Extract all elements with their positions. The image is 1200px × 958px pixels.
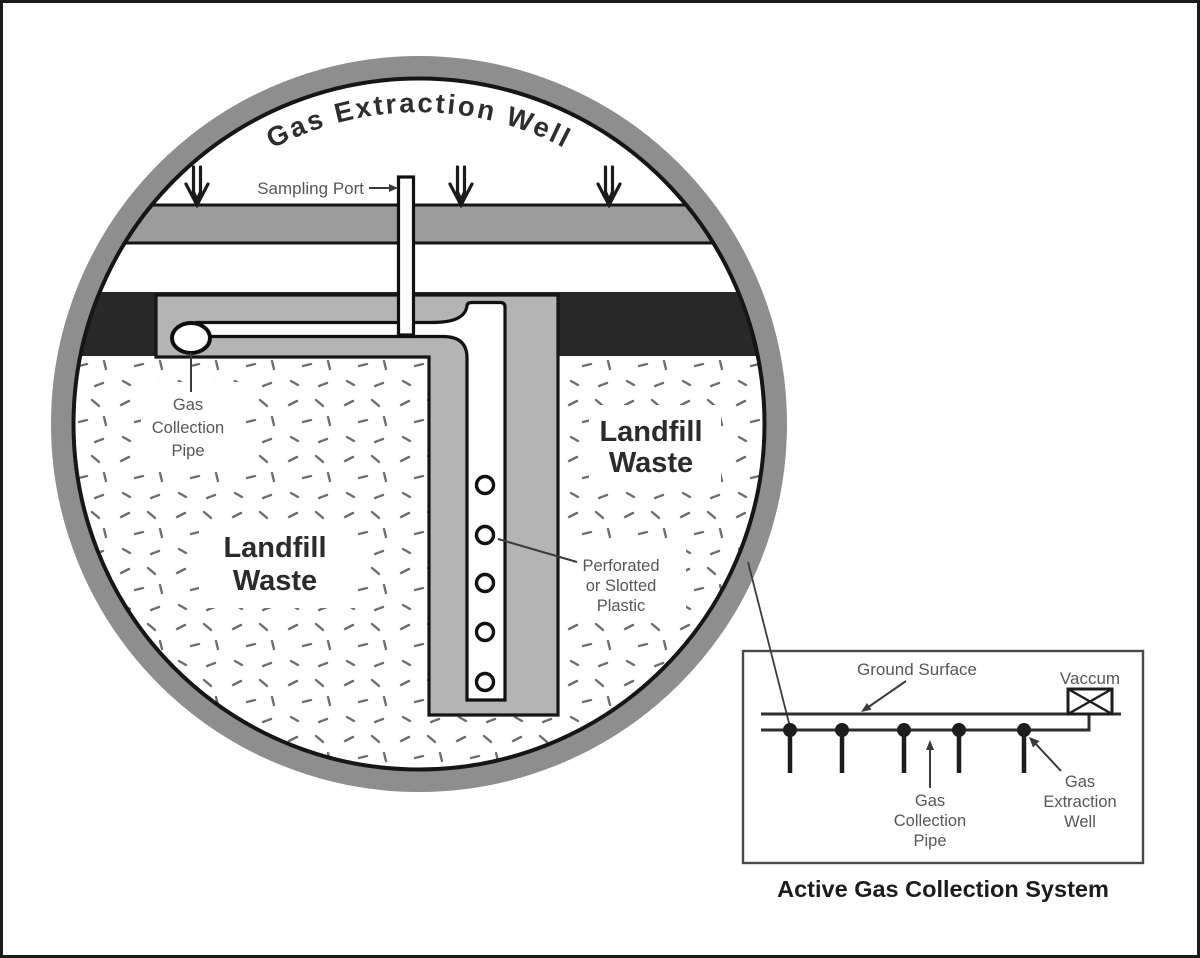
- perforation-hole: [474, 474, 496, 496]
- svg-text:Well: Well: [1064, 813, 1096, 831]
- svg-text:Extraction: Extraction: [1043, 793, 1116, 811]
- vacuum-unit-icon: [1066, 687, 1114, 716]
- label-backing: [559, 545, 686, 623]
- magnifier-circle-view: Gas Extraction Well Sampling Port Gas Co…: [51, 56, 787, 792]
- inset-well-leader-line: [1033, 741, 1062, 772]
- svg-text:Gas: Gas: [915, 792, 945, 810]
- svg-text:Gas: Gas: [1065, 773, 1095, 791]
- inset-well-arrowhead: [1029, 737, 1040, 748]
- active-gas-collection-inset: Ground Surface Vaccum Gas Collection Pip…: [741, 561, 1145, 865]
- svg-text:Collection: Collection: [894, 812, 966, 830]
- perforation-hole: [474, 671, 496, 693]
- svg-text:Gas: Gas: [173, 396, 203, 414]
- perforation-hole: [474, 621, 496, 643]
- ground-surface-label: Ground Surface: [857, 660, 977, 679]
- inset-gas-extraction-well-label: Gas Extraction Well: [1043, 773, 1116, 831]
- magnifier-ring-inner-edge: [71, 76, 767, 772]
- well-dot: [1017, 723, 1031, 737]
- ground-surface-leader-line: [866, 680, 907, 709]
- collection-pipe-line: [761, 714, 1091, 732]
- sampling-port-pipe: [396, 175, 416, 337]
- label-backing: [141, 382, 243, 468]
- gas-collection-pipe-cross-section: [170, 321, 212, 355]
- svg-text:Plastic: Plastic: [597, 597, 646, 615]
- perforated-plastic-label: Perforated or Slotted Plastic: [582, 557, 659, 615]
- well-dot: [952, 723, 966, 737]
- label-backing: [199, 522, 357, 608]
- well-dot: [835, 723, 849, 737]
- svg-text:Landfill: Landfill: [223, 532, 326, 564]
- landfill-waste-label-left: Landfill Waste: [223, 532, 326, 597]
- perforation-hole: [474, 572, 496, 594]
- svg-text:Waste: Waste: [233, 565, 317, 597]
- svg-text:Landfill: Landfill: [599, 416, 702, 448]
- down-arrow-icon: [596, 165, 622, 207]
- magnifier-connector-line: [747, 561, 791, 728]
- inset-caption: Active Gas Collection System: [777, 876, 1109, 902]
- inset-box: [741, 649, 1145, 865]
- inset-gas-collection-pipe-label: Gas Collection Pipe: [894, 792, 966, 850]
- gravel-pack-and-well-column: [154, 293, 560, 717]
- down-arrow-icon: [184, 165, 210, 207]
- gas-pipe-elbow: [195, 300, 507, 702]
- svg-text:Pipe: Pipe: [171, 442, 204, 460]
- cover-soil-layer: [75, 203, 763, 245]
- down-arrow-icon: [448, 165, 474, 207]
- svg-text:Pipe: Pipe: [913, 832, 946, 850]
- svg-text:Perforated: Perforated: [582, 557, 659, 575]
- svg-text:Waste: Waste: [609, 447, 693, 479]
- ground-surface-arrowhead: [861, 703, 872, 712]
- vacuum-label: Vaccum: [1060, 669, 1120, 688]
- magnifier-ring: [51, 56, 787, 792]
- perforation-holes: [474, 474, 496, 693]
- inset-pipe-arrowhead: [926, 740, 934, 750]
- svg-text:or Slotted: or Slotted: [586, 577, 657, 595]
- well-dot: [783, 723, 797, 737]
- perforated-leader-line: [497, 538, 578, 563]
- gas-extraction-well-diagram: Gas Extraction Well Sampling Port Gas Co…: [51, 56, 1145, 902]
- sampling-port-label: Sampling Port: [257, 179, 364, 198]
- landfill-waste-label-right: Landfill Waste: [599, 416, 702, 479]
- svg-text:Collection: Collection: [152, 419, 224, 437]
- well-dot: [897, 723, 911, 737]
- extraction-wells: [783, 723, 1031, 773]
- gas-collection-pipe-label: Gas Collection Pipe: [152, 396, 224, 460]
- sampling-port-arrowhead: [389, 184, 398, 192]
- perforation-hole: [474, 524, 496, 546]
- label-backing: [589, 405, 721, 485]
